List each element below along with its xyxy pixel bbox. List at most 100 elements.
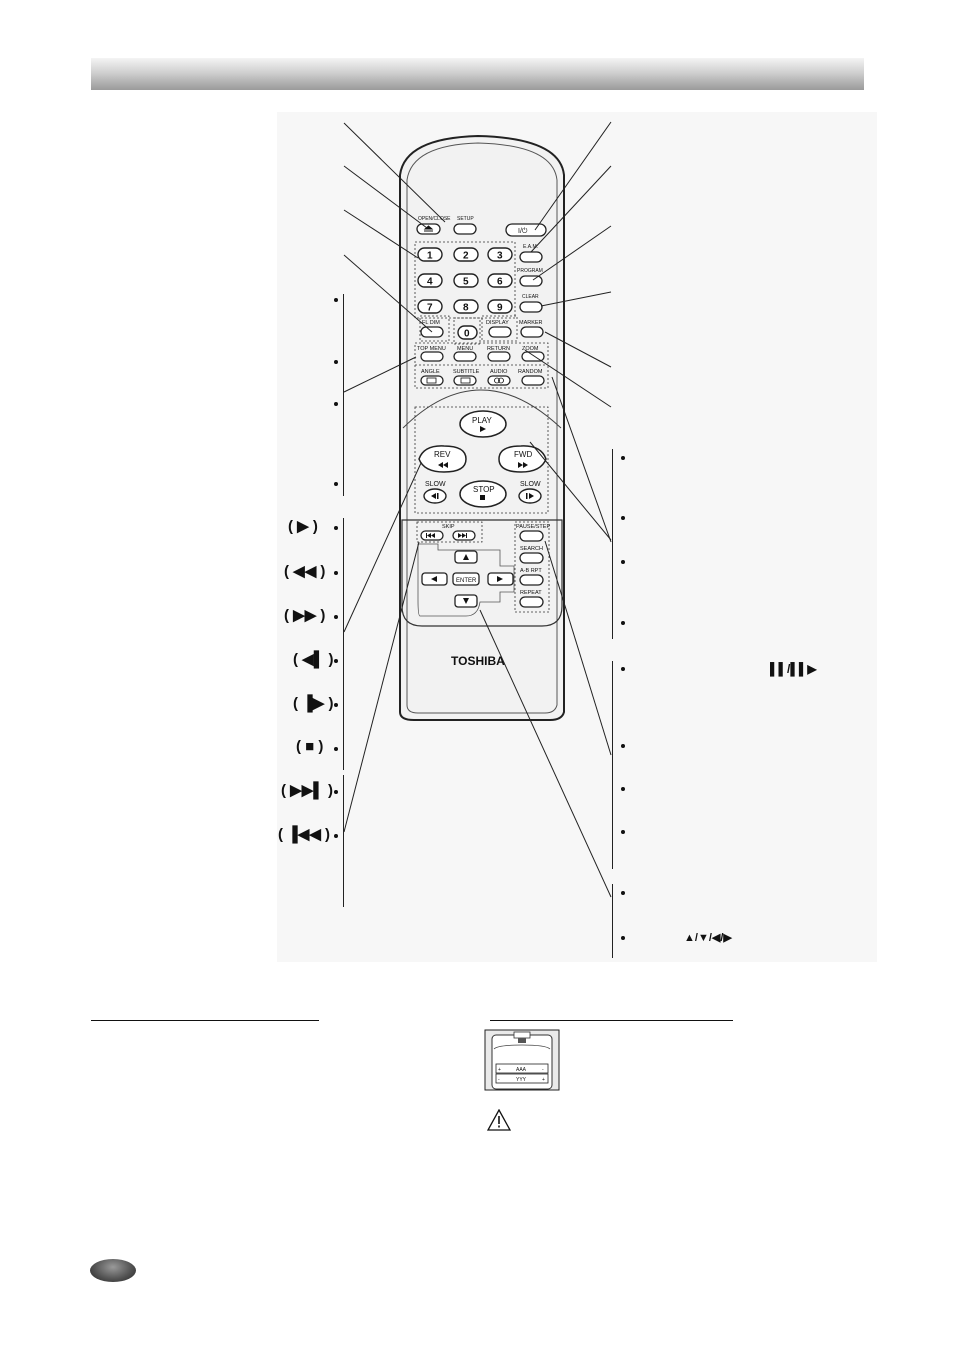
svg-text:YYY: YYY	[516, 1077, 527, 1083]
svg-text:-: -	[498, 1077, 500, 1083]
zoom-button	[521, 351, 545, 362]
setup-button	[453, 223, 477, 235]
warning-icon	[487, 1109, 511, 1131]
marker-button	[520, 326, 544, 338]
angle-button	[420, 375, 444, 386]
search-label: SEARCH	[520, 546, 543, 552]
svg-text:7: 7	[427, 303, 433, 314]
display-label: DISPLAY	[486, 320, 509, 326]
bullet	[334, 402, 338, 406]
section-rule-left	[91, 1020, 319, 1021]
bullet	[621, 744, 625, 748]
fl-dim-label: FL DIM	[422, 320, 440, 326]
eam-button	[519, 251, 543, 263]
bullet	[621, 516, 625, 520]
marker-label: MARKER	[519, 320, 543, 326]
subtitle-label: SUBTITLE	[453, 369, 480, 375]
setup-label: SETUP	[457, 216, 474, 222]
right-leader-lines	[479, 121, 612, 898]
figure-background	[277, 112, 877, 962]
pause-step-button	[519, 530, 544, 542]
open-close-label: OPEN/CLOSE	[418, 216, 451, 222]
play-button	[459, 410, 507, 438]
left-bracket-2	[343, 518, 344, 770]
skip-back-symbol-label: ( ▐◀◀ )	[278, 826, 331, 843]
arrow-keys-symbol-label: ▲/▼/◀/▶	[684, 932, 732, 944]
stop-symbol-label: ( ■ )	[296, 738, 324, 755]
pause-step-symbol-label: ▌▌/▌▌▶	[770, 662, 817, 676]
fwd-symbol-label: ( ▶▶ )	[284, 607, 326, 624]
section-rule-right	[490, 1020, 733, 1021]
rev-label: REV	[434, 450, 451, 459]
header-bar	[91, 58, 864, 90]
audio-button	[487, 375, 511, 386]
bullet	[621, 560, 625, 564]
play-label: PLAY	[472, 416, 493, 425]
enter-button	[452, 572, 480, 586]
bullet	[334, 703, 338, 707]
svg-text:5: 5	[463, 277, 469, 288]
svg-text:2: 2	[463, 251, 469, 262]
skip-label: SKIP	[442, 524, 455, 530]
rev-button	[418, 445, 467, 473]
page-number-tab	[90, 1259, 136, 1282]
slow-fwd-label: SLOW	[520, 481, 541, 488]
bullet	[621, 787, 625, 791]
bullet	[334, 298, 338, 302]
power-label: I/⏻	[518, 227, 528, 235]
right-bracket-2	[612, 661, 613, 869]
svg-text:AAA: AAA	[516, 1067, 527, 1073]
svg-text:9: 9	[497, 303, 503, 314]
bullet	[621, 830, 625, 834]
top-menu-label: TOP MENU	[417, 346, 446, 352]
bullet	[621, 456, 625, 460]
left-leader-lines	[343, 122, 446, 833]
repeat-label: REPEAT	[520, 590, 542, 596]
eam-label: E.A.M.	[523, 244, 538, 250]
program-button	[519, 275, 543, 287]
play-symbol-label: ( ▶ )	[288, 518, 318, 535]
svg-text:0: 0	[464, 329, 470, 340]
return-button	[487, 351, 511, 362]
svg-text:+: +	[498, 1067, 501, 1073]
top-menu-button	[420, 351, 444, 362]
digit-0-button	[457, 325, 478, 340]
rev-symbol-label: ( ◀◀ )	[284, 563, 326, 580]
svg-text:-: -	[542, 1067, 544, 1073]
bullet	[334, 790, 338, 794]
zoom-label: ZOOM	[522, 346, 539, 352]
random-button	[521, 375, 545, 386]
bullet	[334, 615, 338, 619]
svg-text:6: 6	[497, 277, 503, 288]
svg-text:3: 3	[497, 251, 503, 262]
bullet	[621, 621, 625, 625]
angle-label: ANGLE	[421, 369, 440, 375]
random-label: RANDOM	[518, 369, 543, 375]
pause-step-label: PAUSE/STEP	[516, 524, 550, 530]
svg-text:+: +	[542, 1077, 545, 1083]
bullet	[334, 834, 338, 838]
battery-compartment-image: AAA YYY + - - +	[484, 1029, 560, 1091]
svg-text:1: 1	[427, 251, 433, 262]
clear-button	[519, 301, 543, 313]
bullet	[334, 360, 338, 364]
ab-rpt-label: A-B RPT	[520, 568, 542, 574]
skip-forward-symbol-label: ( ▶▶▌ )	[281, 782, 334, 799]
repeat-button	[519, 596, 544, 608]
left-bracket-1	[343, 294, 344, 496]
bullet	[621, 936, 625, 940]
menu-button	[453, 351, 477, 362]
svg-text:4: 4	[427, 277, 433, 288]
right-bracket-1	[612, 449, 613, 639]
fwd-button	[498, 445, 547, 473]
brand-logo: TOSHIBA	[451, 654, 505, 668]
slow-fwd-symbol-label: ( ▐▶ )	[293, 695, 334, 712]
search-button	[519, 552, 544, 564]
number-pad: 1 2 3 4 5 6 7 8 9	[417, 247, 513, 314]
bullet	[334, 659, 338, 663]
right-bracket-3	[612, 884, 613, 958]
bullet	[334, 482, 338, 486]
clear-label: CLEAR	[522, 294, 539, 300]
program-label: PROGRAM	[517, 268, 543, 274]
